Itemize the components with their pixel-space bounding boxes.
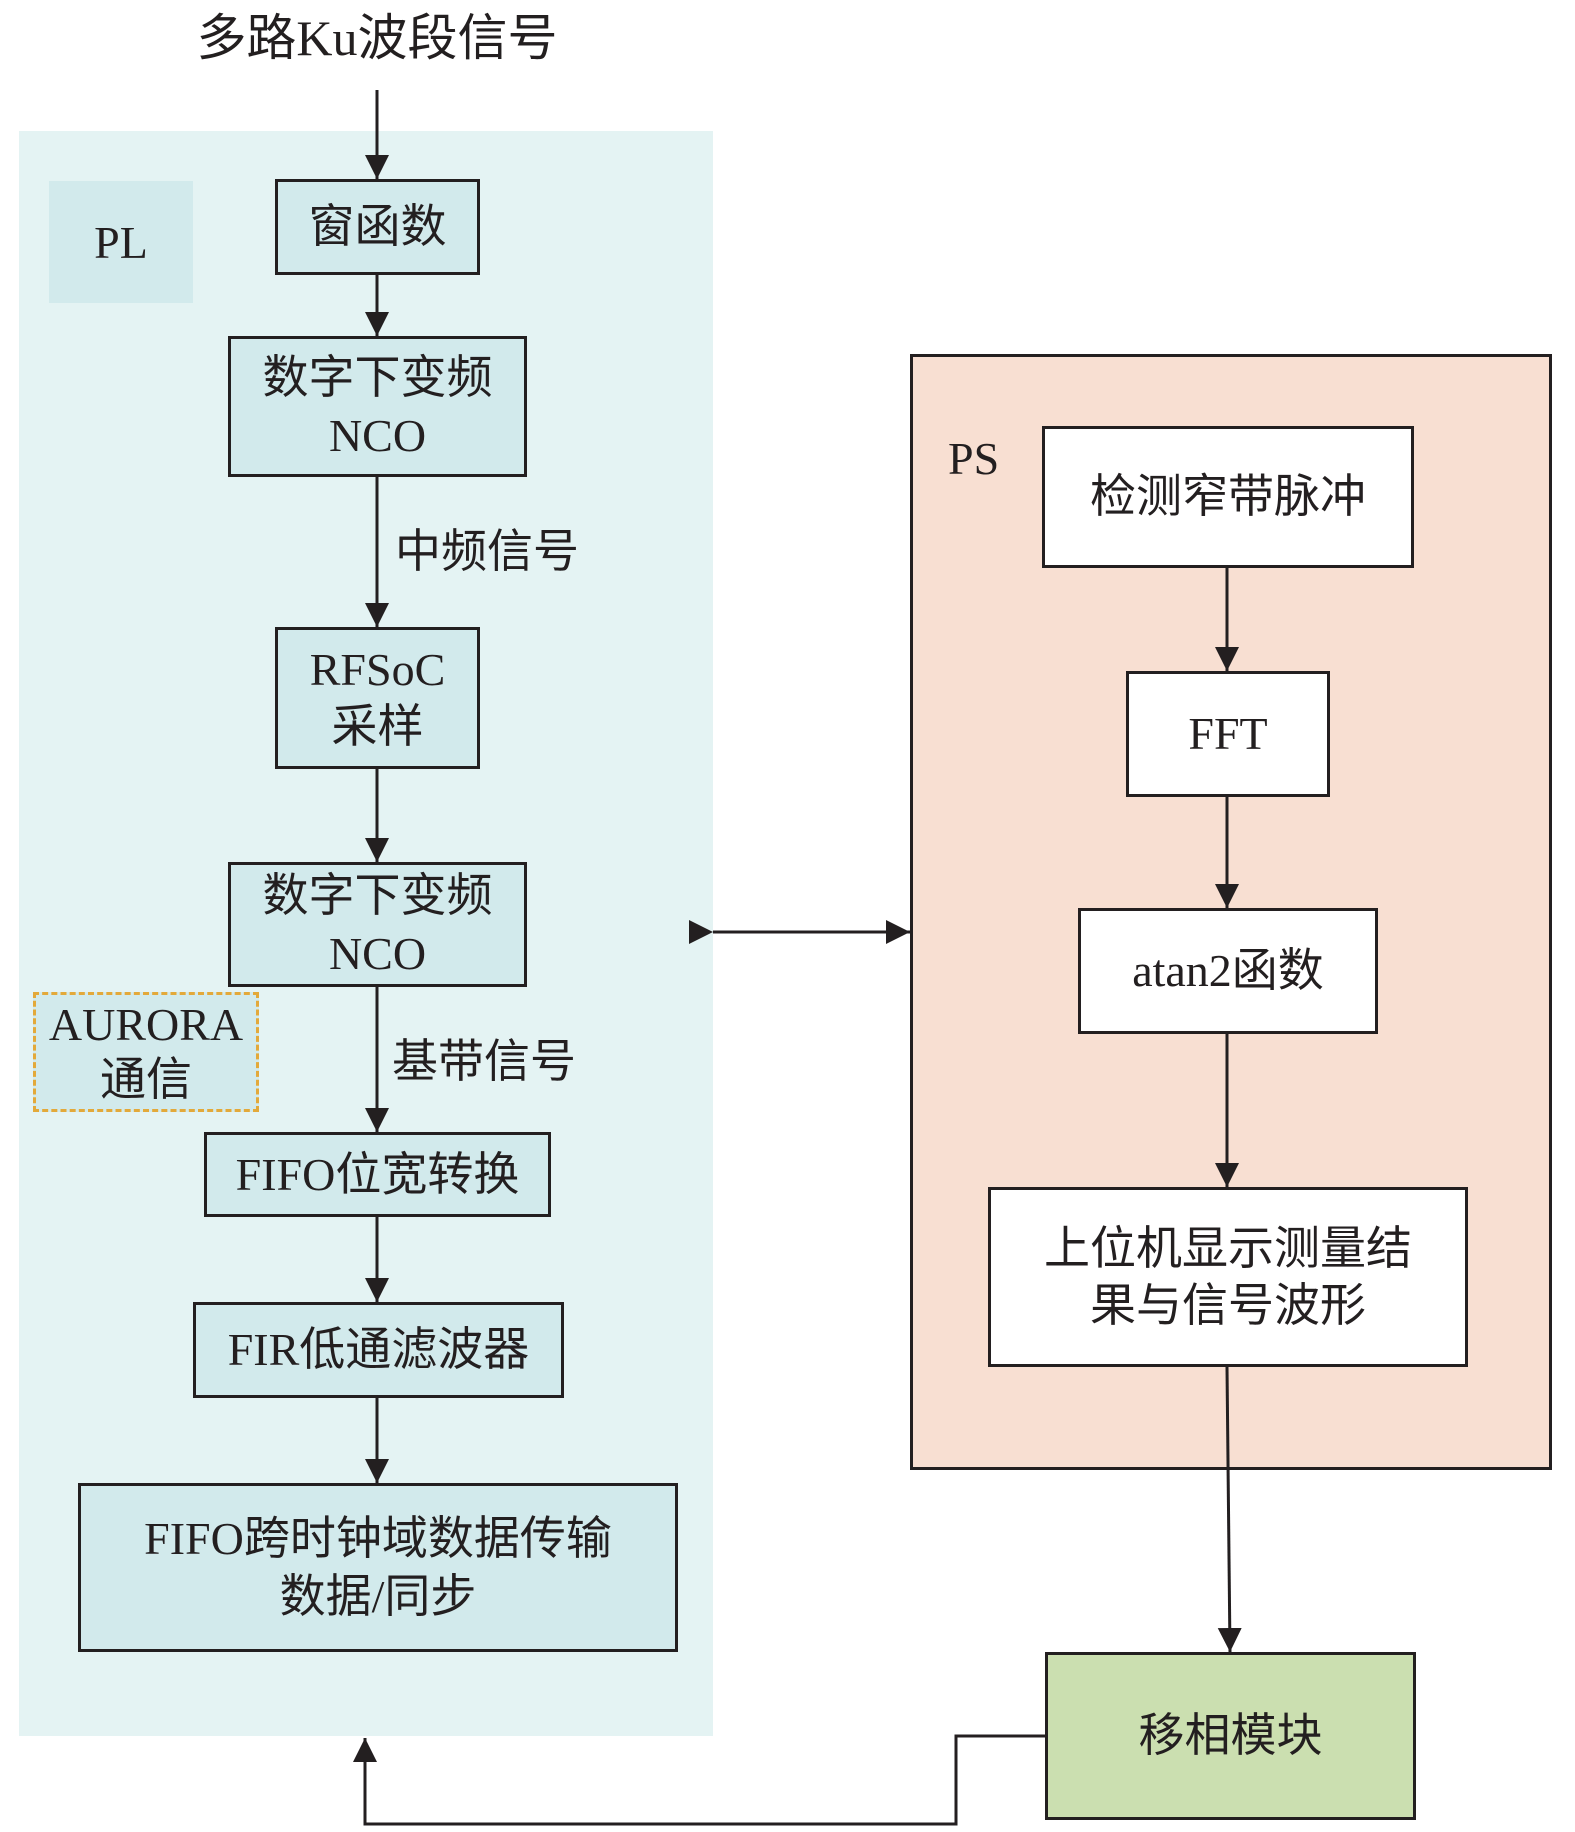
fft-label: FFT <box>1188 708 1268 760</box>
phase-shift-label: 移相模块 <box>1138 1710 1323 1762</box>
pl-label-text: PL <box>94 216 148 268</box>
fifo-cdc-block: FIFO跨时钟域数据传输 数据/同步 <box>78 1483 678 1652</box>
host-label-line2: 果与信号波形 <box>1090 1280 1366 1331</box>
ddc-nco-block-1: 数字下变频 NCO <box>228 336 527 477</box>
aurora-communication-block: AURORA 通信 <box>33 992 259 1112</box>
input-signal-title: 多路Ku波段信号 <box>196 10 558 66</box>
window-function-label: 窗函数 <box>308 201 447 253</box>
fifo-cdc-label-line1: FIFO跨时钟域数据传输 <box>144 1513 612 1564</box>
fifo-width-conversion-block: FIFO位宽转换 <box>204 1132 551 1217</box>
detect-label: 检测窄带脉冲 <box>1090 471 1366 523</box>
ddc2-label-line2: NCO <box>328 927 427 979</box>
fir-label: FIR低通滤波器 <box>227 1324 530 1376</box>
fir-lowpass-filter-block: FIR低通滤波器 <box>193 1302 564 1398</box>
detect-narrowband-pulse-block: 检测窄带脉冲 <box>1042 426 1414 568</box>
rfsoc-label-line1: RFSoC <box>309 643 446 695</box>
arrow-host-to-phase-shift <box>1217 1366 1242 1653</box>
arrow-phase-shift-feedback-to-pl <box>353 1734 1045 1826</box>
atan2-function-block: atan2函数 <box>1078 908 1378 1034</box>
if-signal-label: 中频信号 <box>395 526 579 577</box>
ddc1-label-line2: NCO <box>328 409 427 461</box>
ddc1-label-line1: 数字下变频 <box>262 352 493 403</box>
window-function-block: 窗函数 <box>275 179 480 275</box>
phase-shift-module-block: 移相模块 <box>1045 1652 1416 1820</box>
fft-block: FFT <box>1126 671 1330 797</box>
atan2-label: atan2函数 <box>1132 945 1324 997</box>
ddc-nco-block-2: 数字下变频 NCO <box>228 862 527 987</box>
aurora-label-line1: AURORA <box>48 998 244 1050</box>
host-display-block: 上位机显示测量结 果与信号波形 <box>988 1187 1468 1367</box>
rfsoc-label-line2: 采样 <box>331 701 424 752</box>
ps-label: PS <box>948 433 1000 484</box>
aurora-label-line2: 通信 <box>100 1054 192 1105</box>
rfsoc-sampling-block: RFSoC 采样 <box>275 627 480 769</box>
host-label-line1: 上位机显示测量结 <box>1044 1222 1412 1274</box>
fifo-cdc-label-line2: 数据/同步 <box>279 1570 477 1622</box>
pl-label: PL <box>49 181 193 303</box>
fifo-width-label: FIFO位宽转换 <box>235 1148 520 1200</box>
ddc2-label-line1: 数字下变频 <box>262 870 493 921</box>
baseband-signal-label: 基带信号 <box>392 1036 576 1087</box>
